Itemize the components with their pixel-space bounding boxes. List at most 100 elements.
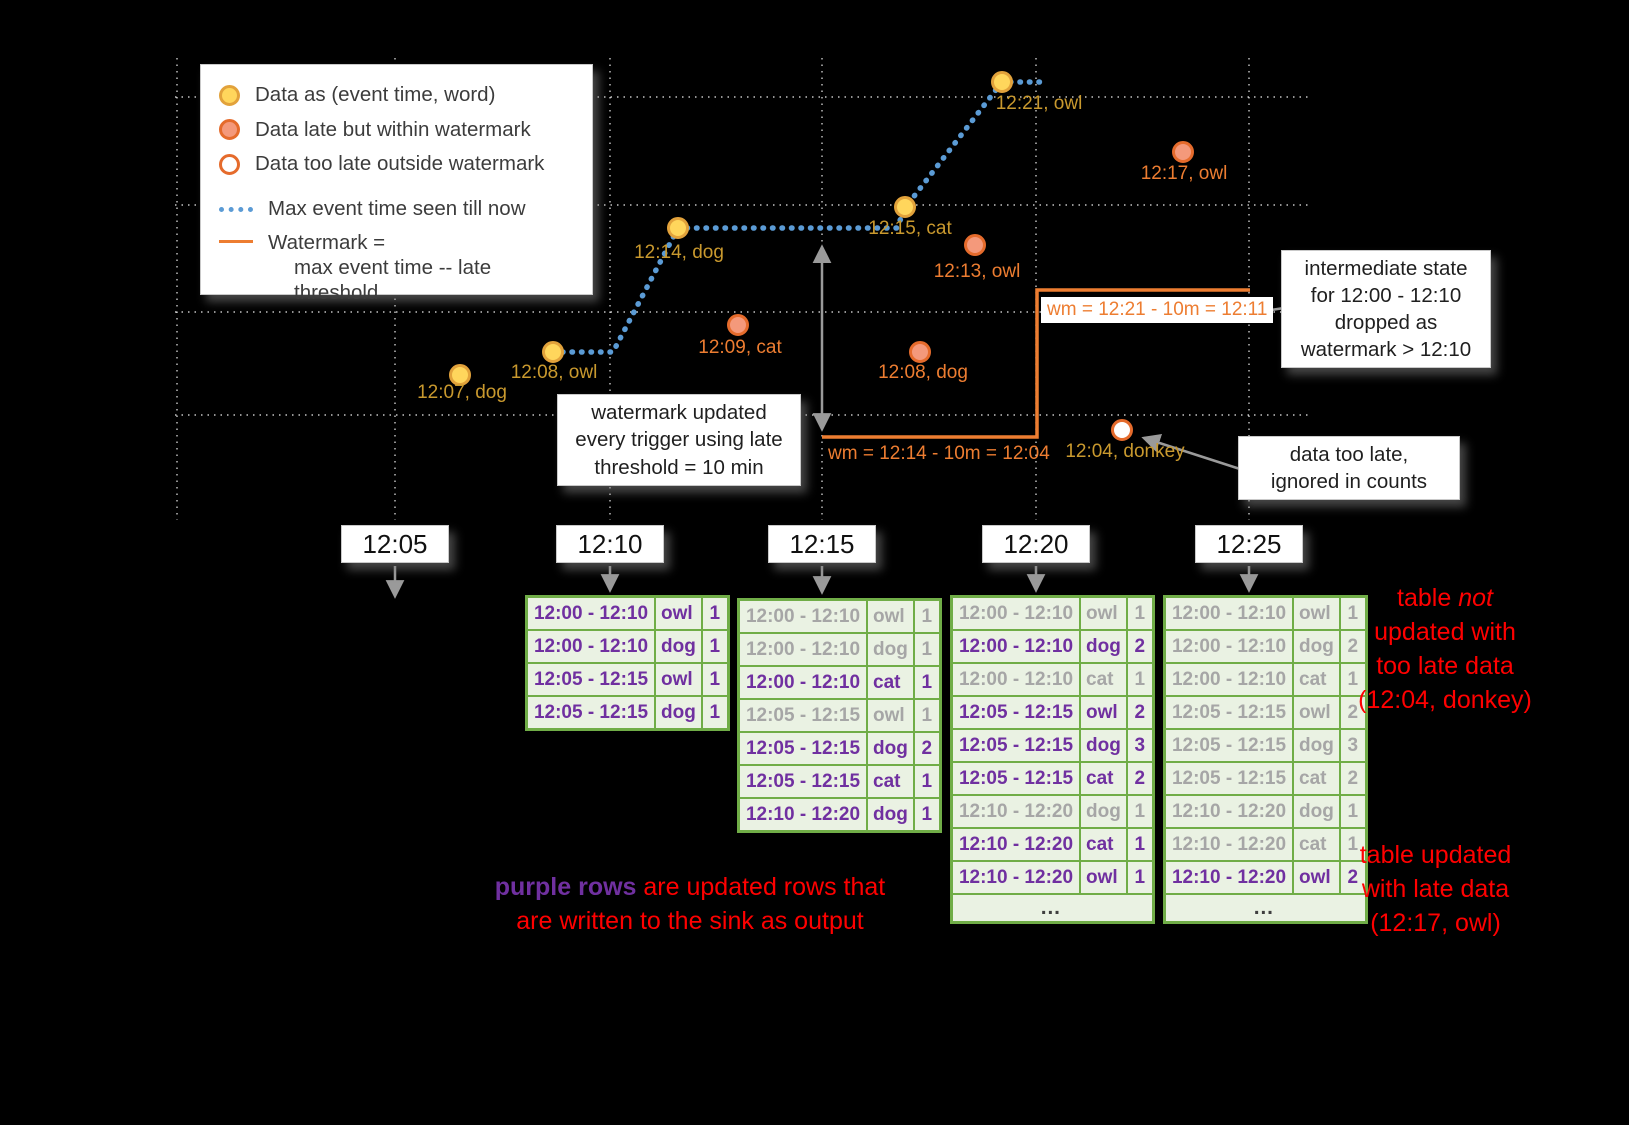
window-cell: 12:00 - 12:10 [1163, 595, 1294, 631]
legend-item-on-time: Data as (event time, word) [219, 83, 578, 108]
window-cell: 12:05 - 12:15 [525, 662, 656, 697]
window-cell: 12:00 - 12:10 [737, 665, 868, 700]
callout-line: for 12:00 - 12:10 [1310, 283, 1462, 307]
window-cell: 12:10 - 12:20 [950, 794, 1081, 829]
legend-label: Watermark =max event time -- late thresh… [268, 231, 492, 304]
callout-too-late: data too late, ignored in counts [1238, 436, 1460, 500]
data-point-label: 12:08, dog [878, 362, 968, 383]
on-time-dot-icon [219, 84, 240, 106]
word-cell: owl [1079, 860, 1128, 895]
trigger-down-arrows [385, 566, 1259, 599]
window-cell: 12:10 - 12:20 [1163, 860, 1294, 895]
window-cell: 12:05 - 12:15 [950, 761, 1081, 796]
word-cell: owl [654, 595, 703, 631]
word-cell: cat [866, 764, 915, 799]
count-cell: 3 [1338, 728, 1368, 763]
word-cell: cat [1079, 827, 1128, 862]
word-cell: dog [1079, 728, 1128, 763]
word-cell: owl [1292, 860, 1341, 895]
count-cell: 1 [912, 665, 942, 700]
count-cell: 1 [1125, 662, 1155, 697]
callout-line: every trigger using late [575, 428, 783, 452]
word-cell: cat [1292, 827, 1341, 862]
callout-watermark-updated: watermark updated every trigger using la… [557, 394, 801, 486]
legend-item-watermark: Watermark =max event time -- late thresh… [219, 231, 578, 305]
window-cell: 12:05 - 12:15 [1163, 695, 1294, 730]
window-cell: 12:00 - 12:10 [950, 629, 1081, 664]
word-cell: owl [866, 698, 915, 733]
window-cell: 12:10 - 12:20 [737, 797, 868, 833]
count-cell: 2 [1338, 695, 1368, 730]
too-late-data-point [1111, 419, 1133, 441]
legend-item-late: Data late but within watermark [219, 118, 578, 143]
max-event-time-line [550, 79, 1043, 355]
watermark-value-label: wm = 12:14 - 10m = 12:04 [828, 443, 1050, 464]
count-cell: 1 [1125, 827, 1155, 862]
trigger-time-12-25: 12:25 [1195, 525, 1303, 563]
word-cell: dog [1079, 629, 1128, 664]
callout-intermediate-state: intermediate state for 12:00 - 12:10 dro… [1281, 250, 1491, 368]
data-point-label: 12:08, owl [510, 362, 598, 383]
count-cell: 1 [1125, 860, 1155, 895]
word-cell: dog [866, 731, 915, 766]
data-point-label: 12:09, cat [698, 337, 782, 358]
count-cell: 2 [1338, 761, 1368, 796]
word-cell: owl [1079, 695, 1128, 730]
word-cell: dog [866, 797, 915, 833]
window-cell: 12:05 - 12:15 [737, 731, 868, 766]
count-cell: 1 [700, 629, 730, 664]
max-event-time-line-icon [219, 206, 253, 212]
count-cell: 2 [1338, 629, 1368, 664]
legend-label: Data too late outside watermark [255, 152, 545, 176]
window-cell: 12:00 - 12:10 [737, 598, 868, 634]
late-dot-icon [219, 119, 240, 141]
data-point [449, 364, 471, 386]
word-cell: dog [1292, 629, 1341, 664]
late-data-point [1172, 141, 1194, 163]
count-cell: 1 [700, 662, 730, 697]
window-cell: 12:05 - 12:15 [950, 728, 1081, 763]
count-cell: 2 [1125, 695, 1155, 730]
data-point-label: 12:15, cat [868, 218, 952, 239]
callout-line: intermediate state [1304, 256, 1468, 280]
word-cell: dog [1292, 728, 1341, 763]
data-point [894, 196, 916, 218]
too-late-dot-icon [219, 153, 240, 175]
count-cell: 1 [700, 595, 730, 631]
word-cell: owl [1079, 595, 1128, 631]
late-data-point [964, 234, 986, 256]
watermark-line [822, 288, 1250, 439]
count-cell: 1 [912, 698, 942, 733]
window-cell: 12:10 - 12:20 [950, 827, 1081, 862]
window-cell: 12:00 - 12:10 [1163, 629, 1294, 664]
count-cell: 1 [912, 632, 942, 667]
count-cell: 1 [1338, 827, 1368, 862]
word-cell: owl [654, 662, 703, 697]
window-cell: 12:10 - 12:20 [1163, 794, 1294, 829]
count-cell: 2 [1125, 761, 1155, 796]
count-cell: 1 [1125, 794, 1155, 829]
count-cell: 2 [912, 731, 942, 766]
window-cell: 12:00 - 12:10 [737, 632, 868, 667]
callout-line: threshold = 10 min [594, 455, 764, 479]
word-cell: cat [1079, 662, 1128, 697]
word-cell: cat [866, 665, 915, 700]
legend-label: Data as (event time, word) [255, 83, 496, 106]
word-cell: dog [1292, 794, 1341, 829]
